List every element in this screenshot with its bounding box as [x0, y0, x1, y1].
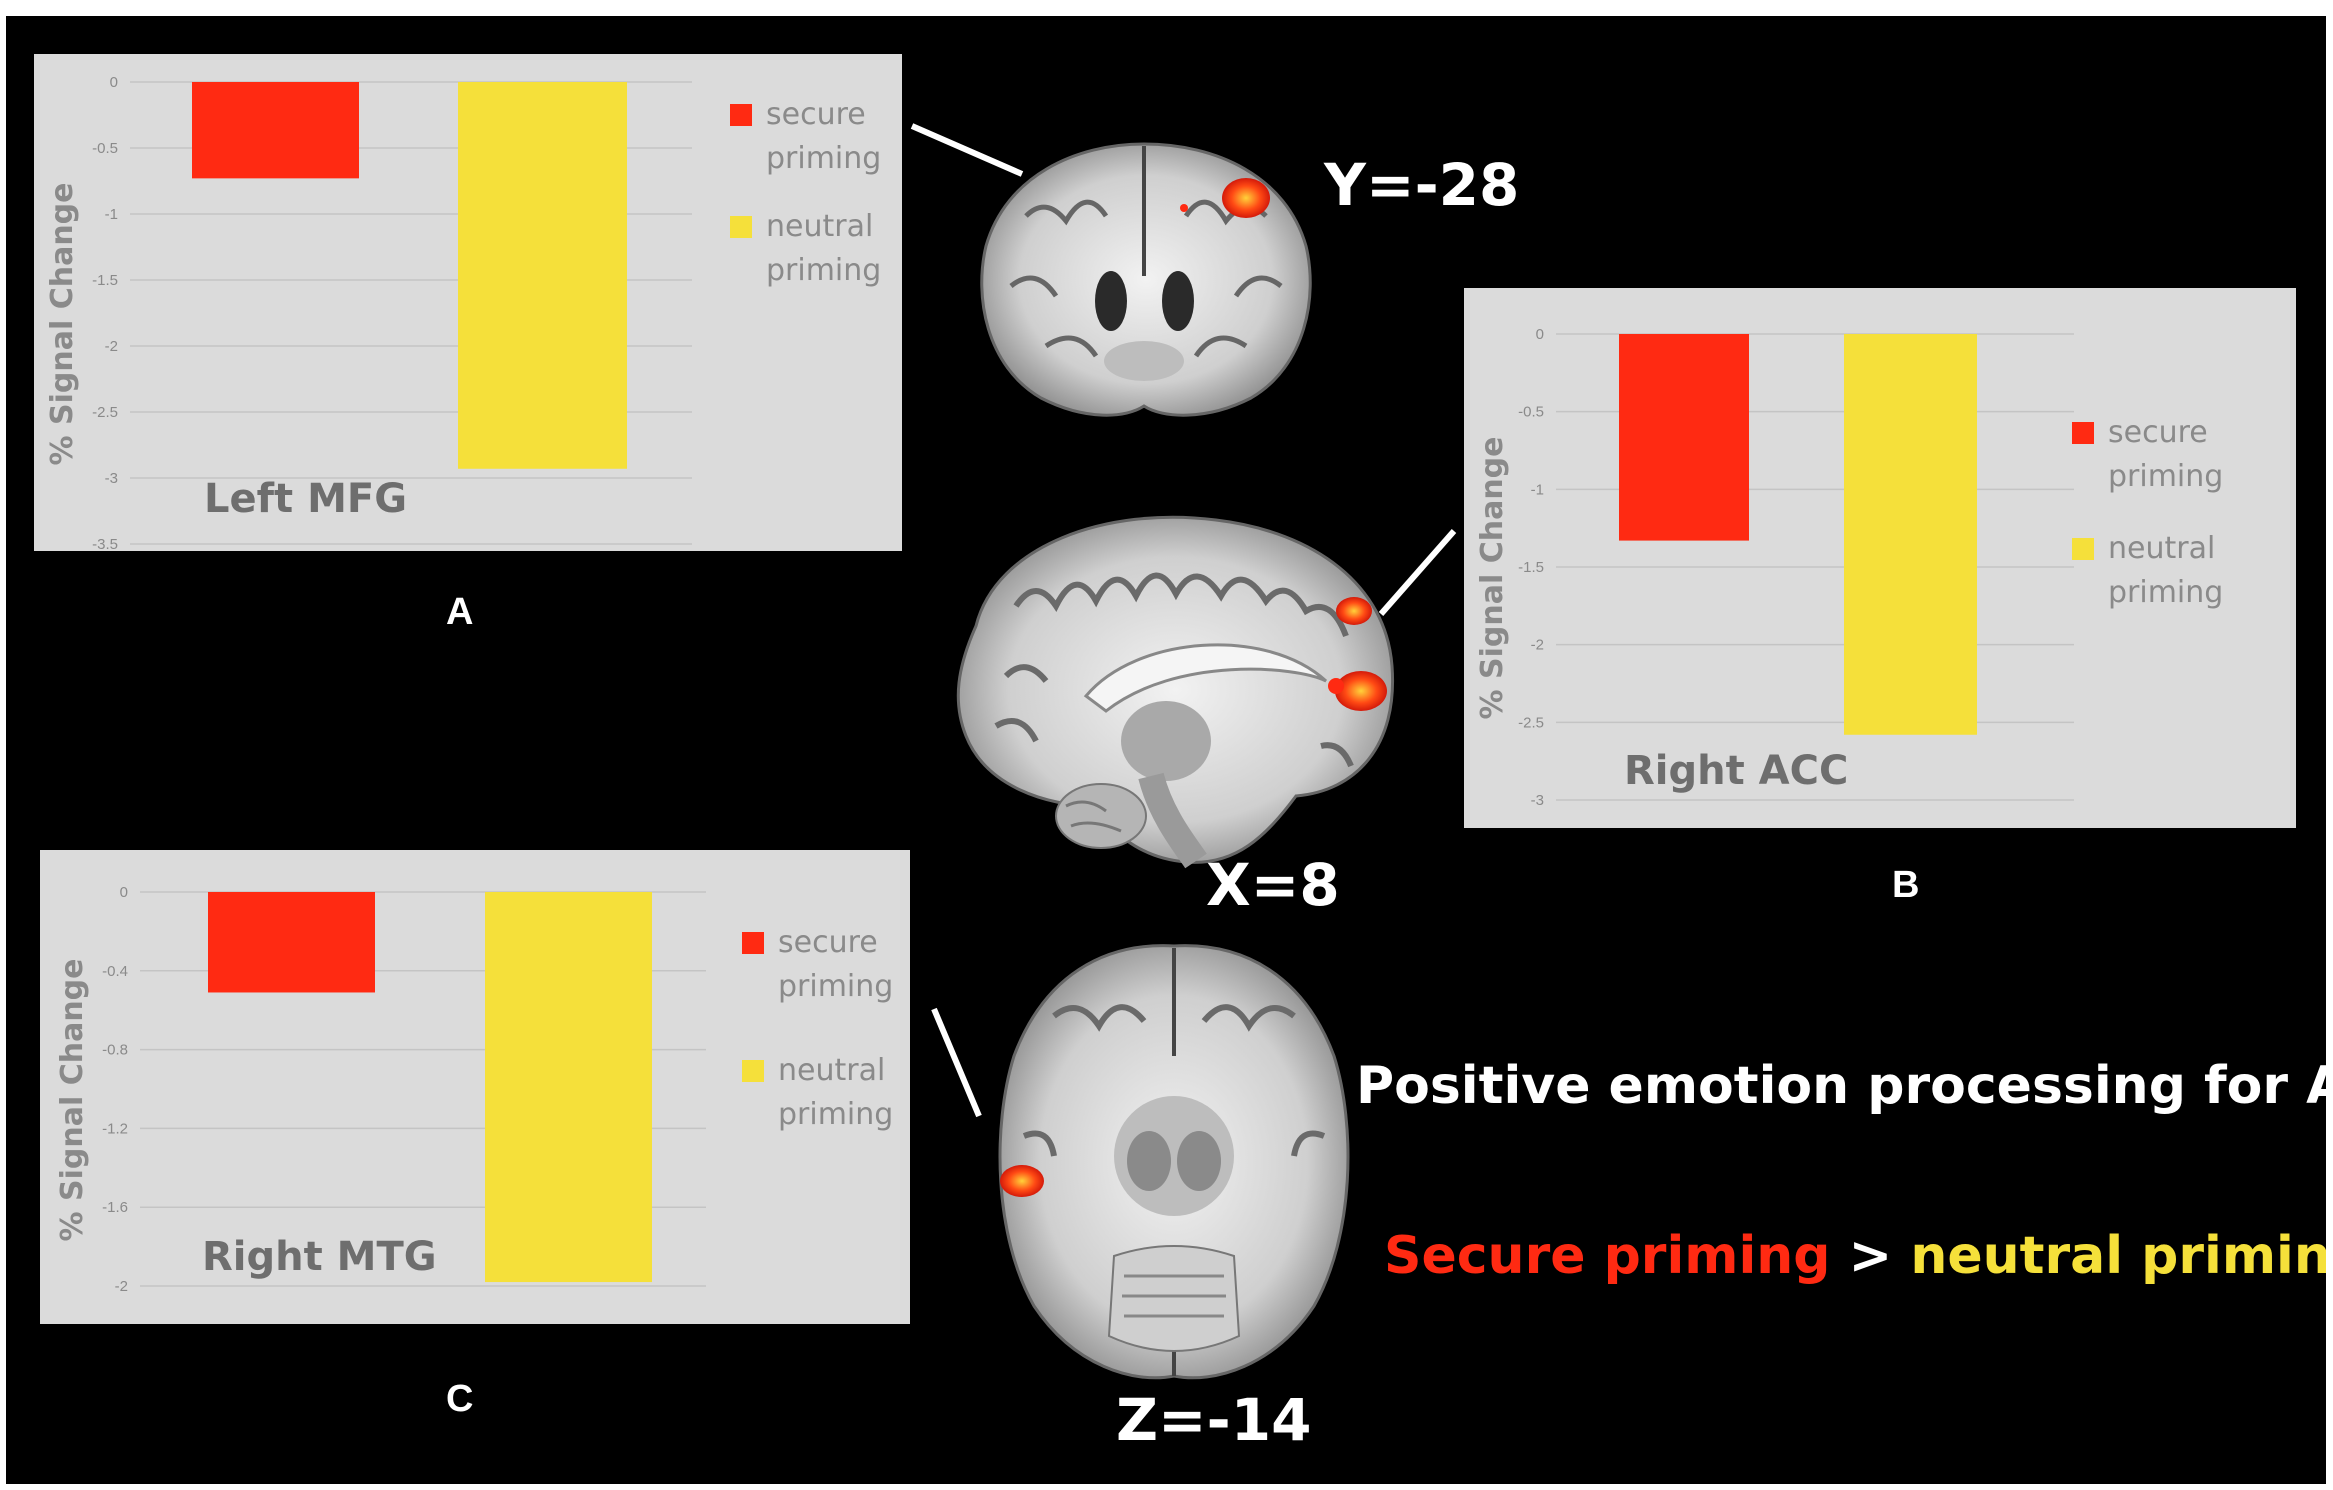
panel-label-c: C	[446, 1378, 474, 1420]
chart-b-svg: 0 -0.5 -1 -1.5 -2 -2.5 -3 % Signal ChangeRight …	[1475, 326, 2223, 809]
y-tick-label: -1	[1531, 481, 1544, 498]
y-axis-label: % Signal Change	[55, 959, 90, 1242]
legend-label-line2: priming	[778, 1097, 893, 1132]
bar-neutral-priming	[485, 892, 652, 1283]
connector-line-a	[910, 123, 1024, 177]
y-tick-label: -2.5	[1518, 714, 1544, 731]
y-tick-label: -0.5	[92, 140, 118, 157]
y-axis-label: % Signal Change	[45, 183, 80, 466]
panel-label-b: B	[1892, 864, 1920, 906]
coronal-coordinate-label: Y=-28	[1324, 151, 1520, 219]
legend-label-line1: secure	[778, 925, 878, 960]
headline-text: Positive emotion processing for AX	[1356, 1056, 2326, 1116]
contrast-operator: >	[1830, 1226, 1911, 1286]
y-tick-label: -1.2	[102, 1120, 128, 1137]
y-tick-label: -0.8	[102, 1042, 128, 1059]
contrast-neutral-text: neutral priming	[1910, 1226, 2326, 1286]
y-tick-label: -2	[1531, 637, 1544, 654]
chart-a-svg: 0 -0.5 -1 -1.5 -2 -2.5 -3 -3.5 % Signal ChangeLe…	[45, 74, 881, 551]
y-tick-label: -1.6	[102, 1199, 128, 1216]
sagittal-coordinate-label: X=8	[1206, 851, 1340, 919]
legend-label-line1: neutral	[778, 1053, 885, 1088]
y-tick-label: -0.4	[102, 963, 128, 980]
bar-secure-priming	[192, 82, 359, 179]
y-tick-label: 0	[1536, 326, 1544, 343]
coronal-brain-slice	[980, 142, 1312, 417]
contrast-text: Secure priming > neutral priming	[1384, 1226, 2326, 1286]
region-label: Left MFG	[204, 476, 407, 522]
bar-secure-priming	[1619, 334, 1749, 541]
region-label: Right MTG	[202, 1234, 437, 1280]
y-tick-label: -2	[115, 1278, 128, 1295]
y-tick-label: -2.5	[92, 404, 118, 421]
legend-label-line1: neutral	[2108, 531, 2215, 566]
axial-coordinate-label: Z=-14	[1116, 1386, 1312, 1454]
y-tick-label: 0	[110, 74, 118, 91]
bar-neutral-priming	[1844, 334, 1977, 735]
legend-label-line1: secure	[766, 97, 866, 132]
chart-c-svg: 0 -0.4 -0.8 -1.2 -1.6 -2 % Signal ChangeRight …	[55, 884, 893, 1295]
legend-swatch-neutral	[730, 216, 752, 238]
y-tick-label: -1.5	[1518, 559, 1544, 576]
connector-line-c	[931, 1007, 982, 1118]
y-tick-label: -1.5	[92, 272, 118, 289]
sagittal-brain-slice	[956, 515, 1395, 869]
y-tick-label: -3.5	[92, 536, 118, 551]
y-axis-label: % Signal Change	[1475, 437, 1510, 720]
y-tick-label: -3	[1531, 792, 1544, 809]
legend-swatch-neutral	[2072, 538, 2094, 560]
legend-swatch-secure	[742, 932, 764, 954]
y-tick-label: 0	[120, 884, 128, 901]
bar-secure-priming	[208, 892, 375, 993]
region-label: Right ACC	[1624, 748, 1848, 794]
legend-label-line2: priming	[2108, 575, 2223, 610]
panel-label-a: A	[446, 591, 474, 633]
y-tick-label: -2	[105, 338, 118, 355]
contrast-secure-text: Secure priming	[1384, 1226, 1831, 1286]
legend-label-line2: priming	[2108, 459, 2223, 494]
y-tick-label: -0.5	[1518, 404, 1544, 421]
legend-label-line1: neutral	[766, 209, 873, 244]
legend-swatch-secure	[730, 104, 752, 126]
legend-swatch-secure	[2072, 422, 2094, 444]
connector-line-b	[1378, 529, 1457, 616]
axial-brain-slice	[998, 944, 1350, 1380]
connector-lines	[910, 123, 1457, 1118]
legend-label-line2: priming	[766, 141, 881, 176]
y-tick-label: -3	[105, 470, 118, 487]
bar-neutral-priming	[458, 82, 627, 469]
y-tick-label: -1	[105, 206, 118, 223]
legend-label-line2: priming	[766, 253, 881, 288]
legend-label-line1: secure	[2108, 415, 2208, 450]
legend-label-line2: priming	[778, 969, 893, 1004]
legend-swatch-neutral	[742, 1060, 764, 1082]
